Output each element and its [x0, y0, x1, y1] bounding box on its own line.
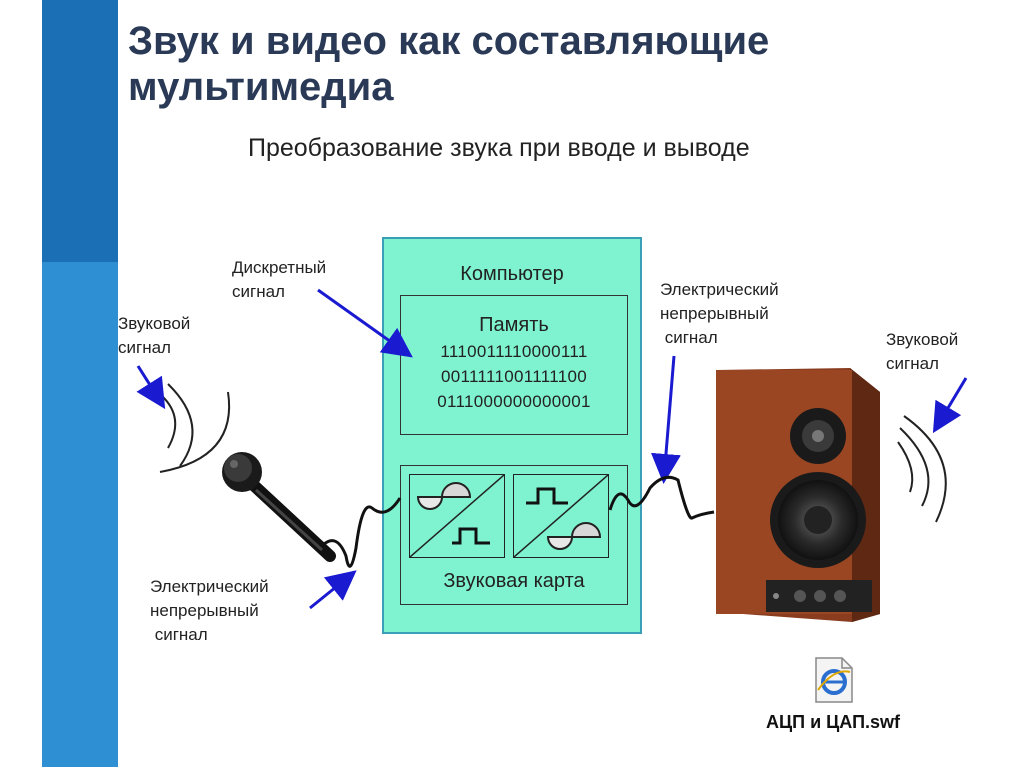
arrow-electric-right	[651, 355, 681, 484]
cable-left	[318, 497, 402, 568]
sound-card-title: Звуковая карта	[443, 570, 585, 592]
accent-bar-top	[42, 0, 118, 262]
adc-converter-icon	[409, 474, 505, 558]
speaker-icon	[716, 368, 880, 622]
sound-waves-left	[159, 383, 231, 473]
ie-file-icon	[815, 657, 853, 703]
computer-block: Компьютер Память 1110011110000111 001111…	[382, 237, 642, 634]
sound-waves-right	[897, 415, 947, 523]
arrow-discrete	[317, 288, 413, 358]
dac-converter-icon	[513, 474, 609, 558]
computer-title: Компьютер	[460, 263, 564, 285]
memory-block: Память 1110011110000111 0011111001111100…	[400, 295, 628, 435]
cable-right	[608, 475, 715, 520]
slide-title: Звук и видео как составляющие мультимеди…	[128, 19, 770, 109]
arrow-sound-right	[932, 377, 968, 434]
accent-bar-bottom	[42, 262, 118, 767]
arrow-sound-left	[136, 365, 166, 410]
memory-title: Память	[479, 314, 549, 336]
slide-subtitle: Преобразование звука при вводе и выводе	[248, 134, 750, 162]
file-caption[interactable]: АЦП и ЦАП.swf	[766, 712, 901, 732]
sound-card-block: Звуковая карта	[400, 465, 628, 605]
memory-bits: 1110011110000111 0011111001111100 011100…	[437, 342, 591, 411]
arrow-electric-left	[309, 570, 357, 610]
microphone-icon	[222, 452, 336, 562]
